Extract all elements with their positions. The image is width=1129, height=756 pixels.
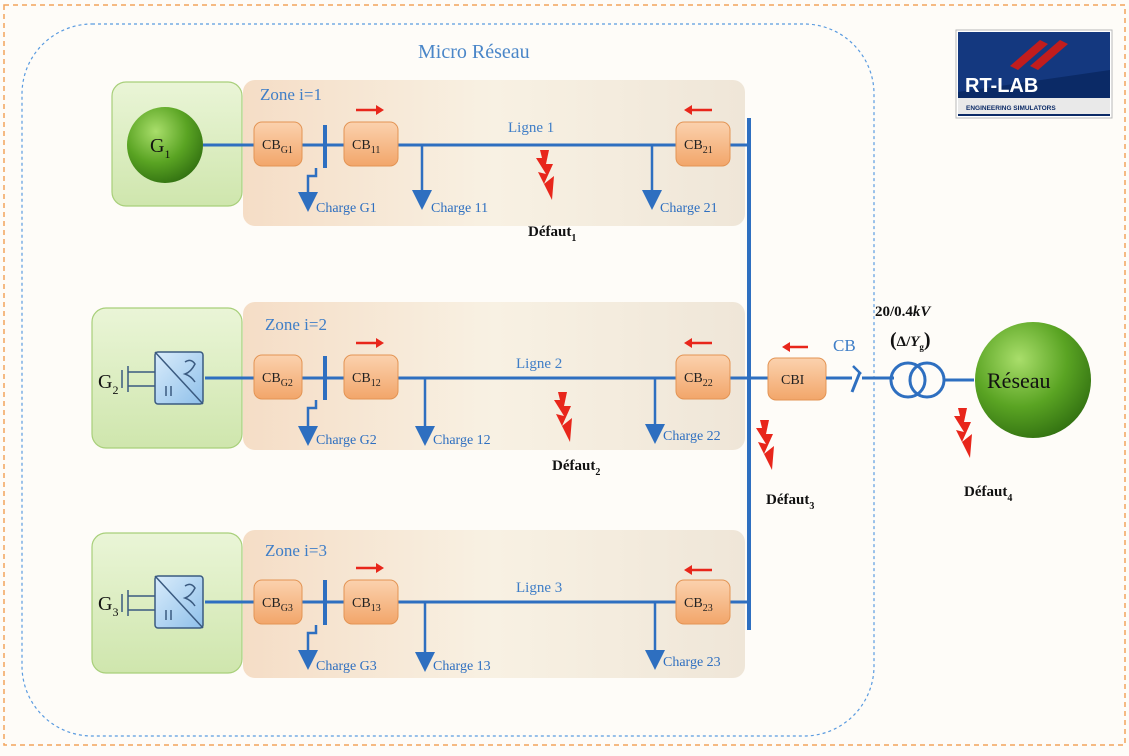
breaker-switch-label: CB — [833, 336, 856, 355]
load-11-label: Charge 11 — [431, 201, 488, 216]
zone-2-label: Zone i=2 — [265, 315, 327, 334]
direction-arrow — [684, 105, 712, 115]
gen-2-inverter-icon — [154, 351, 204, 405]
cb-g3[interactable]: CBG3 — [253, 579, 303, 625]
fault-2-label: Défaut2 — [552, 458, 600, 478]
svg-text:CB22: CB22 — [684, 371, 713, 389]
load-g2-label: Charge G2 — [316, 433, 377, 448]
line-1-label: Ligne 1 — [508, 120, 554, 136]
direction-arrow — [782, 342, 808, 352]
gen-3-inverter-icon — [154, 575, 204, 629]
direction-arrow — [356, 338, 384, 348]
zone-1-load-g-arrow — [298, 168, 318, 212]
zone-3-label: Zone i=3 — [265, 541, 327, 560]
zone-2-box — [243, 302, 745, 450]
fault-3-bolt — [756, 420, 774, 470]
logo-main-text: RT-LAB — [965, 75, 1038, 97]
load-23-label: Charge 23 — [663, 655, 721, 670]
zone-3-load-g-arrow — [298, 625, 318, 670]
breaker-switch-icon[interactable] — [850, 365, 862, 393]
cb-23[interactable]: CB23 — [675, 579, 731, 625]
direction-arrow — [356, 105, 384, 115]
cb-interconnection[interactable]: CBI — [767, 357, 827, 401]
rt-lab-logo: RT-LAB ENGINEERING SIMULATORS — [955, 29, 1113, 119]
direction-arrow — [356, 563, 384, 573]
logo-sub-text: ENGINEERING SIMULATORS — [966, 105, 1056, 112]
gen-1-ball — [127, 107, 203, 183]
gen-3-pv-icon — [121, 590, 155, 616]
cb-g2[interactable]: CBG2 — [253, 354, 303, 400]
svg-text:CB21: CB21 — [684, 138, 713, 156]
gen-2-pv-icon — [121, 366, 155, 392]
fault-1-label: Défaut1 — [528, 224, 576, 244]
load-g3-label: Charge G3 — [316, 659, 377, 674]
load-21-label: Charge 21 — [660, 201, 718, 216]
line-2-label: Ligne 2 — [516, 356, 562, 372]
cb-g1[interactable]: CBG1 — [253, 121, 303, 167]
transformer-connection: (Δ/Yg) — [890, 329, 931, 352]
grid-ball — [975, 322, 1091, 438]
micro-grid-title: Micro Réseau — [418, 41, 530, 63]
fault-4-bolt — [954, 408, 972, 458]
transformer-icon — [889, 361, 946, 399]
direction-arrow — [684, 565, 712, 575]
load-12-label: Charge 12 — [433, 433, 491, 448]
svg-text:CBI: CBI — [781, 373, 805, 388]
svg-text:CB12: CB12 — [352, 371, 381, 389]
grid-label: Réseau — [987, 368, 1051, 393]
svg-text:CB13: CB13 — [352, 596, 381, 614]
direction-arrow — [684, 338, 712, 348]
cb-21[interactable]: CB21 — [675, 121, 731, 167]
micro-grid-boundary — [21, 23, 875, 737]
load-g1-label: Charge G1 — [316, 201, 377, 216]
outer-frame — [3, 4, 1126, 746]
cb-13[interactable]: CB13 — [343, 579, 399, 625]
fault-4-label: Défaut4 — [964, 484, 1012, 504]
svg-text:CBG2: CBG2 — [262, 371, 293, 389]
cb-11[interactable]: CB11 — [343, 121, 399, 167]
zone-1-label: Zone i=1 — [260, 85, 322, 104]
svg-text:CBG3: CBG3 — [262, 596, 293, 614]
line-3-label: Ligne 3 — [516, 580, 562, 596]
load-13-label: Charge 13 — [433, 659, 491, 674]
zone-2-load-g-arrow — [298, 400, 318, 446]
cb-22[interactable]: CB22 — [675, 354, 731, 400]
load-22-label: Charge 22 — [663, 429, 721, 444]
svg-text:CBG1: CBG1 — [262, 138, 293, 156]
gen-2-label: G2 — [98, 371, 118, 397]
cb-12[interactable]: CB12 — [343, 354, 399, 400]
svg-text:CB23: CB23 — [684, 596, 713, 614]
gen-3-label: G3 — [98, 593, 118, 619]
transformer-rating: 20/0.4kV — [875, 304, 932, 320]
gen-1-label: G1 — [150, 135, 170, 161]
svg-text:CB11: CB11 — [352, 138, 380, 156]
fault-3-label: Défaut3 — [766, 492, 814, 512]
zone-1-box — [243, 80, 745, 226]
